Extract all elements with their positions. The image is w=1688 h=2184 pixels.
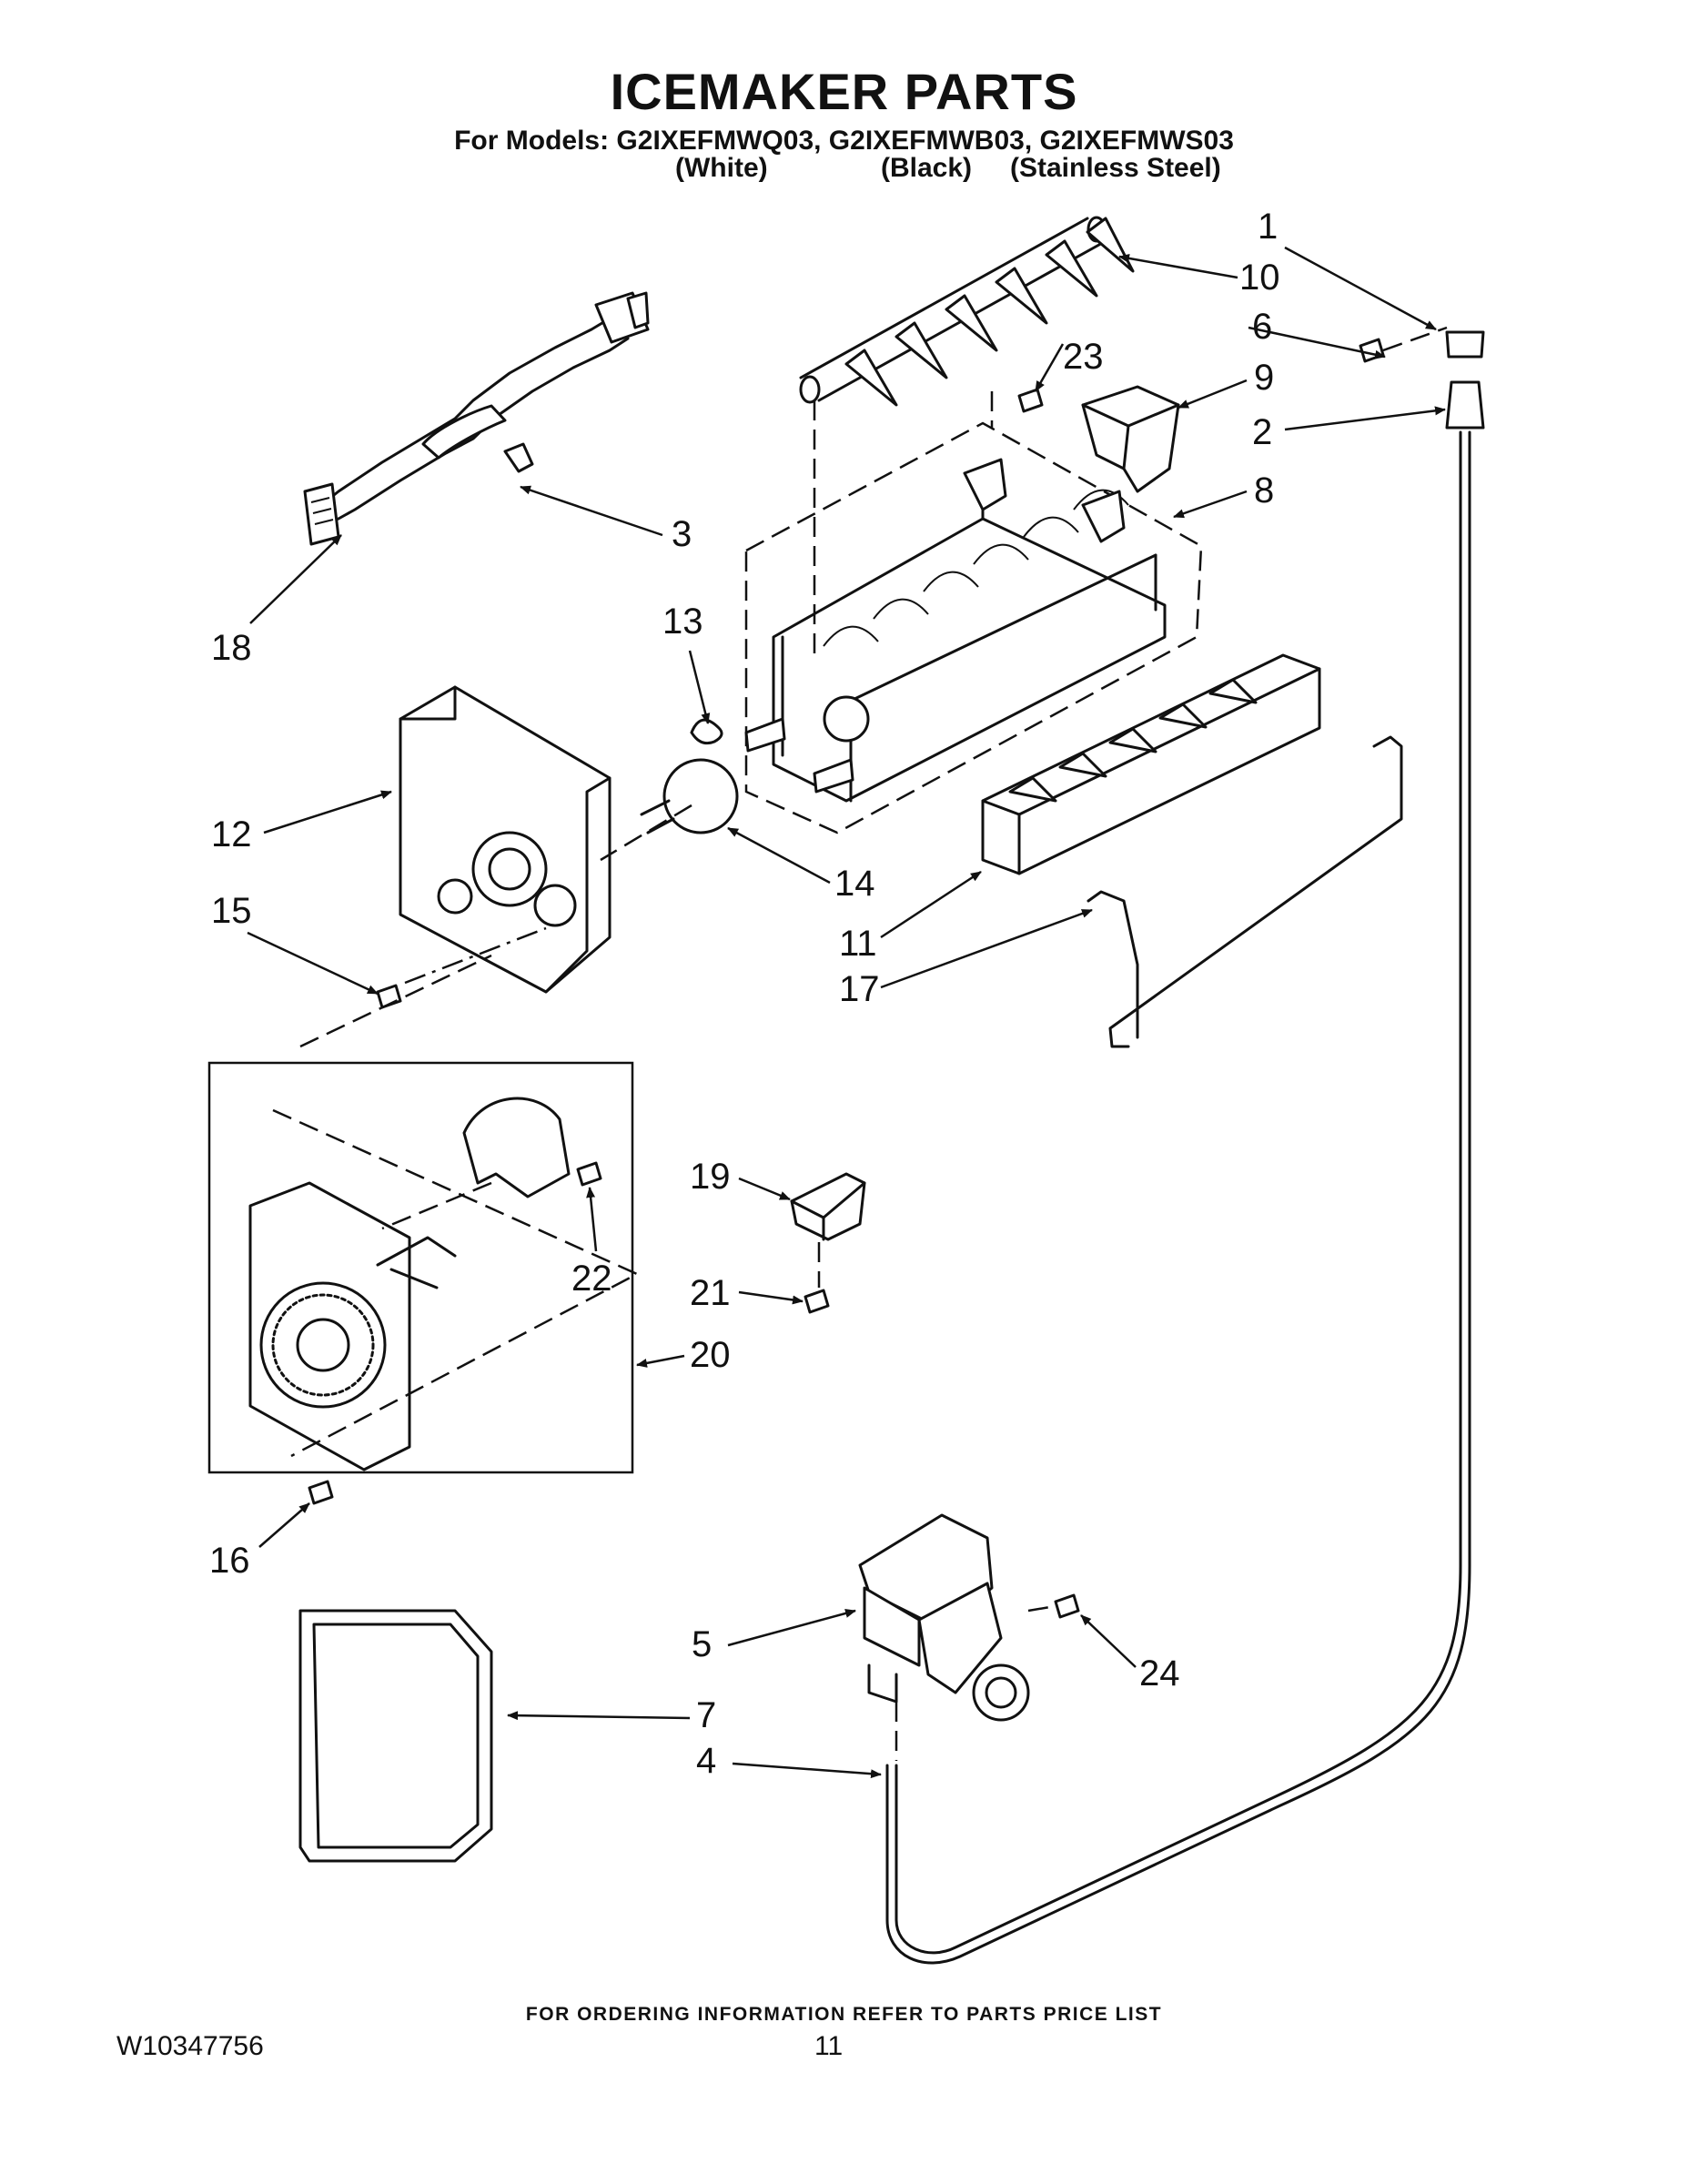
callout-12: 12 [211, 814, 252, 854]
callout-2: 2 [1252, 412, 1272, 452]
callout-18: 18 [211, 628, 252, 668]
callout-17: 17 [839, 969, 880, 1009]
callout-11: 11 [839, 924, 877, 964]
callout-10: 10 [1239, 258, 1280, 298]
callout-19: 19 [690, 1157, 731, 1197]
fill-cup-part [1081, 385, 1180, 493]
page-title: ICEMAKER PARTS [610, 63, 1078, 120]
ejector-part [799, 216, 1135, 407]
callout-21: 21 [690, 1273, 731, 1313]
callout-labels: 1 2 3 4 5 6 7 8 9 10 11 12 13 14 15 16 1… [209, 207, 1280, 1781]
leader-arrows [247, 246, 1446, 1779]
ordering-note: FOR ORDERING INFORMATION REFER TO PARTS … [525, 2004, 1163, 2025]
callout-14: 14 [834, 864, 875, 904]
callout-1: 1 [1258, 207, 1278, 247]
callout-9: 9 [1254, 358, 1274, 398]
module-assembly-part [207, 1061, 634, 1474]
color-white-label: (White) [675, 153, 768, 183]
bracket-part [790, 1172, 866, 1241]
callout-4: 4 [696, 1741, 716, 1781]
clip-part [690, 718, 723, 745]
color-black-label: (Black) [881, 153, 973, 183]
callout-3: 3 [672, 514, 692, 554]
thermostat-part [640, 758, 739, 834]
callout-8: 8 [1254, 470, 1274, 511]
document-number: W10347756 [116, 2031, 264, 2061]
callout-15: 15 [211, 891, 252, 931]
callout-20: 20 [690, 1335, 731, 1375]
page-number: 11 [814, 2031, 844, 2061]
callout-6: 6 [1252, 307, 1272, 347]
models-line: For Models: G2IXEFMWQ03, G2IXEFMWB03, G2… [454, 126, 1234, 156]
callout-22: 22 [571, 1259, 612, 1299]
assembly-lines [272, 326, 1448, 1761]
color-stainless-label: (Stainless Steel) [1010, 153, 1221, 183]
callout-16: 16 [209, 1541, 250, 1581]
callout-23: 23 [1063, 337, 1104, 377]
shut-off-arm-part [1087, 735, 1403, 1048]
wiring-harness-part [303, 291, 650, 546]
water-tubing-part [885, 330, 1485, 1965]
housing-part [399, 685, 612, 994]
mold-assembly-part [744, 421, 1203, 834]
water-valve-part [858, 1513, 1030, 1722]
filter-housing-part [298, 1609, 493, 1863]
callout-24: 24 [1139, 1653, 1180, 1694]
callout-13: 13 [662, 602, 703, 642]
callout-7: 7 [696, 1695, 716, 1735]
callout-5: 5 [692, 1624, 712, 1664]
ice-stripper-part [981, 653, 1321, 875]
